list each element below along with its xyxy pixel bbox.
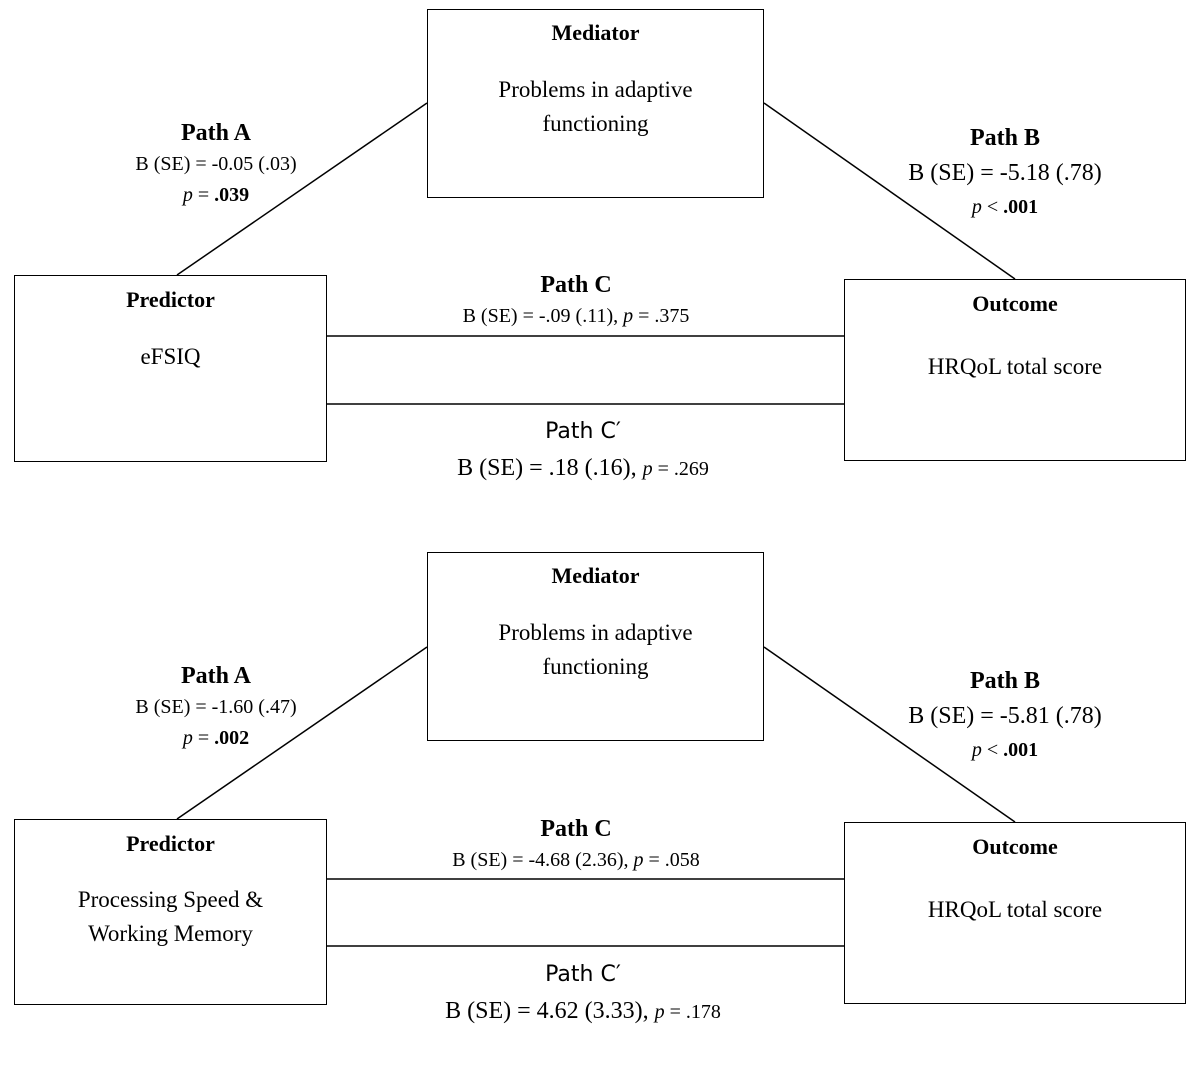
path-b-label: Path B B (SE) = -5.18 (.78) p < .001 <box>865 121 1145 223</box>
predictor-box: Predictor Processing Speed & Working Mem… <box>14 819 327 1005</box>
predictor-line-2: Working Memory <box>88 921 253 946</box>
path-b-name: Path B <box>969 668 1040 694</box>
path-c-stats: B (SE) = -.09 (.11), p = .375 <box>462 305 690 327</box>
mediation-diagram-processing-speed: Mediator Problems in adaptive functionin… <box>0 543 1200 1066</box>
path-a-label: Path A B (SE) = -0.05 (.03) p = .039 <box>96 117 336 211</box>
outcome-title: Outcome <box>972 291 1058 316</box>
outcome-box: Outcome HRQoL total score <box>844 279 1186 461</box>
path-a-coefficient: B (SE) = -0.05 (.03) <box>135 153 297 175</box>
path-b-label: Path B B (SE) = -5.81 (.78) p < .001 <box>865 664 1145 766</box>
predictor-label: eFSIQ <box>15 340 326 374</box>
path-c-stats: B (SE) = -4.68 (2.36), p = .058 <box>452 849 700 871</box>
mediator-line-2: functioning <box>542 111 649 136</box>
path-c-name: Path C <box>540 272 612 298</box>
mediator-title: Mediator <box>551 563 640 588</box>
path-a-line <box>176 646 428 820</box>
path-c-prime-stats: B (SE) = 4.62 (3.33), p = .178 <box>445 998 721 1024</box>
path-b-pvalue: p < .001 <box>971 196 1039 218</box>
predictor-title: Predictor <box>126 287 215 312</box>
path-c-prime-name: Path C′ <box>545 962 621 987</box>
path-a-coefficient: B (SE) = -1.60 (.47) <box>135 696 297 718</box>
outcome-title: Outcome <box>972 834 1058 859</box>
mediation-diagram-efsiq: Mediator Problems in adaptive functionin… <box>0 0 1200 523</box>
mediator-title: Mediator <box>551 20 640 45</box>
path-a-line <box>176 102 428 276</box>
path-c-prime-label: Path C′ B (SE) = 4.62 (3.33), p = .178 <box>383 957 783 1030</box>
predictor-line-1: Processing Speed & <box>77 887 264 912</box>
mediator-line-1: Problems in adaptive <box>498 77 693 102</box>
mediator-label: Problems in adaptive functioning <box>428 73 763 141</box>
outcome-label: HRQoL total score <box>927 354 1103 379</box>
path-c-prime-stats: B (SE) = .18 (.16), p = .269 <box>457 455 709 481</box>
path-c-name: Path C <box>540 816 612 842</box>
path-a-name: Path A <box>180 120 251 146</box>
mediator-line-2: functioning <box>542 654 649 679</box>
path-c-label: Path C B (SE) = -.09 (.11), p = .375 <box>376 268 776 330</box>
path-c-prime-name: Path C′ <box>545 419 621 444</box>
mediator-box: Mediator Problems in adaptive functionin… <box>427 552 764 741</box>
path-connectors <box>176 646 1016 947</box>
path-a-name: Path A <box>180 663 251 689</box>
mediator-line-1: Problems in adaptive <box>498 620 693 645</box>
predictor-title: Predictor <box>126 831 215 856</box>
path-a-pvalue: p = .002 <box>182 727 250 749</box>
path-a-label: Path A B (SE) = -1.60 (.47) p = .002 <box>96 660 336 754</box>
path-a-pvalue: p = .039 <box>182 184 250 206</box>
path-b-line <box>763 102 1016 280</box>
outcome-label: HRQoL total score <box>927 897 1103 922</box>
path-b-name: Path B <box>969 125 1040 151</box>
path-connectors <box>176 102 1016 405</box>
predictor-box: Predictor eFSIQ <box>14 275 327 462</box>
path-b-line <box>763 646 1016 823</box>
path-c-prime-label: Path C′ B (SE) = .18 (.16), p = .269 <box>383 414 783 487</box>
mediator-box: Mediator Problems in adaptive functionin… <box>427 9 764 198</box>
predictor-line-1: eFSIQ <box>140 344 201 369</box>
path-b-coefficient: B (SE) = -5.81 (.78) <box>908 703 1102 729</box>
path-c-label: Path C B (SE) = -4.68 (2.36), p = .058 <box>376 812 776 874</box>
outcome-box: Outcome HRQoL total score <box>844 822 1186 1004</box>
predictor-label: Processing Speed & Working Memory <box>15 883 326 951</box>
path-b-coefficient: B (SE) = -5.18 (.78) <box>908 160 1102 186</box>
mediator-label: Problems in adaptive functioning <box>428 616 763 684</box>
path-b-pvalue: p < .001 <box>971 739 1039 761</box>
